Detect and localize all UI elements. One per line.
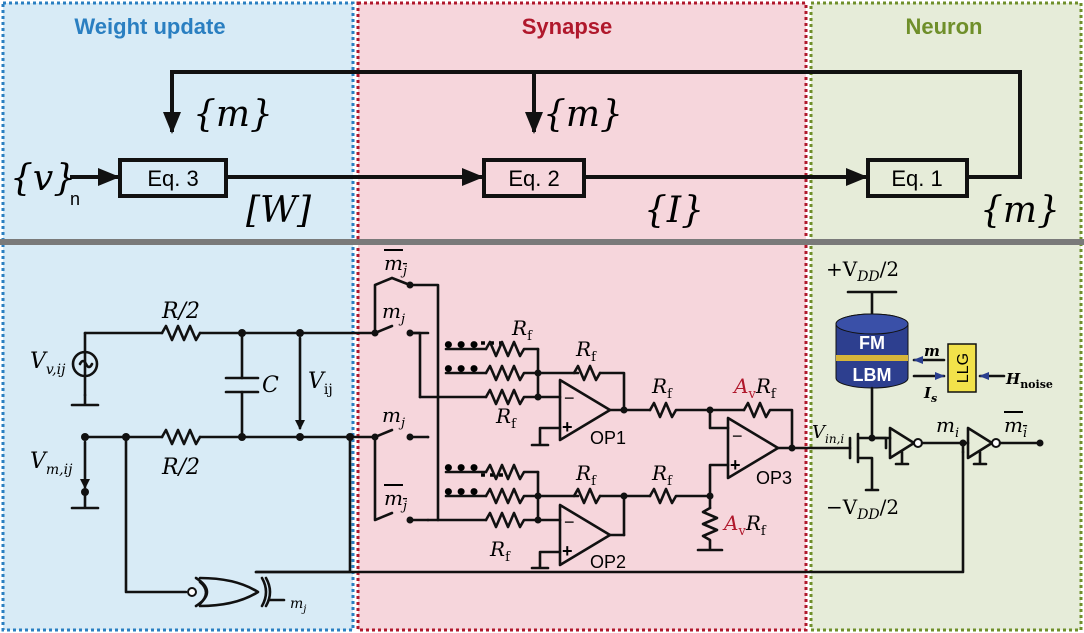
xor-gate: mj	[187, 576, 306, 615]
mtj-spacer	[836, 355, 908, 361]
m-feedback-eq3: {m}	[193, 94, 273, 135]
current-label: {I}	[644, 190, 704, 231]
voltage-source-v	[71, 350, 99, 378]
label-mj-bar-1: mj	[384, 251, 407, 279]
label-vij: Vij	[308, 369, 333, 398]
label-c: C	[262, 373, 279, 398]
resistor-av-rf-gnd	[696, 506, 724, 552]
label-vin: Vin,i	[812, 422, 844, 446]
eq1-block	[866, 158, 969, 198]
feedback-loop-wire	[163, 70, 1022, 179]
resistor-rf-b1	[484, 463, 540, 481]
label-llg: LLG	[955, 353, 972, 383]
label-vdd-pos: +VDD/2	[826, 257, 899, 285]
weight-matrix-label: [W]	[246, 190, 312, 231]
label-r-half-bot: R/2	[161, 455, 200, 480]
label-lbm: LBM	[853, 365, 892, 385]
resistor-rf-op1-out	[648, 401, 712, 419]
label-rf-bank-bot: Rf	[489, 537, 511, 565]
inverter-1	[888, 426, 916, 460]
capacitor-c	[224, 376, 260, 394]
v-input-label: {v}	[10, 158, 76, 199]
svg-text:+: +	[562, 417, 573, 437]
eq2-block	[482, 158, 586, 198]
svg-text:−: −	[564, 388, 575, 408]
resistor-rf-a2	[484, 364, 540, 382]
eq3-block	[118, 158, 228, 198]
ellipsis-top-1: •••	[442, 333, 480, 357]
neuron-circuit: FM LBM LLG m Is Hnoise +VDD/2 −VDD/2 Vin…	[812, 257, 1053, 523]
op2-amplifier	[558, 503, 612, 567]
label-m-vec: m	[924, 342, 940, 360]
label-mj-1: mj	[382, 299, 405, 327]
label-rf-bank-top: Rf	[511, 316, 533, 344]
neuron-title: Neuron	[906, 14, 983, 39]
label-mi-bar: mi	[1004, 413, 1027, 441]
eq1-label: Eq. 1	[891, 166, 942, 191]
resistor-rf-b2	[484, 487, 540, 505]
resistor-rf-op2-fb	[572, 487, 602, 505]
label-vdd-neg: −VDD/2	[826, 495, 899, 523]
label-op2: OP2	[590, 552, 626, 572]
label-rf-bank-top-lower: Rf	[495, 404, 517, 432]
synapse-panel	[356, 1, 808, 632]
resistor-av-rf-fb	[742, 401, 794, 450]
ellipsis-top-2: •••	[442, 357, 480, 381]
label-rf-op1-fb: Rf	[575, 337, 597, 365]
label-vv: Vv,ij	[30, 349, 66, 378]
resistor-rf-b3	[484, 511, 540, 529]
label-is: Is	[923, 384, 937, 405]
label-op3: OP3	[756, 468, 792, 488]
label-rf-op2-fb: Rf	[575, 461, 597, 489]
section-separator	[0, 239, 1084, 245]
ellipsis-bot-2: •••	[442, 480, 480, 504]
block-diagram: Eq. 3 Eq. 2 Eq. 1 {v} n [W] {I} {m} {m} …	[10, 70, 1060, 231]
op1-amplifier	[558, 378, 612, 442]
weight-update-title: Weight update	[74, 14, 225, 39]
synapse-title: Synapse	[522, 14, 613, 39]
label-vm: Vm,ij	[30, 449, 73, 478]
weight-update-circuit: R/2 R/2 C Vv,ij Vij Vm,ij	[30, 299, 377, 594]
label-mj-2: mj	[382, 403, 405, 431]
label-xor-mj: mj	[290, 596, 306, 615]
svg-text:−: −	[732, 426, 743, 446]
svg-text:+: +	[730, 455, 741, 475]
label-h-noise: Hnoise	[1005, 370, 1053, 391]
eq3-label: Eq. 3	[147, 166, 198, 191]
weight-update-panel	[1, 1, 355, 632]
ground-v	[70, 393, 100, 407]
resistor-rf-op1-fb	[572, 364, 602, 382]
label-rf-op1-out: Rf	[651, 374, 673, 402]
resistor-r-half-bot	[160, 428, 202, 446]
svg-text:+: +	[562, 541, 573, 561]
label-mi: mi	[936, 413, 959, 441]
m-output-label: {m}	[980, 190, 1060, 231]
label-av-rf-fb: AvRf	[732, 374, 777, 402]
label-mj-bar-2: mj	[384, 486, 407, 514]
label-r-half-top: R/2	[161, 299, 200, 324]
ellipsis-bot-1: •••	[442, 456, 480, 480]
resistor-rf-a1	[484, 340, 540, 358]
synapse-circuit: ⋮ ••• ••• ⋮ ••• •••	[371, 251, 852, 572]
resistor-rf-op2-out	[648, 487, 712, 505]
m-feedback-eq2: {m}	[543, 94, 623, 135]
v-input-subscript: n	[70, 189, 80, 209]
llg-block	[947, 343, 977, 393]
resistor-rf-a3	[484, 388, 540, 406]
eq2-label: Eq. 2	[508, 166, 559, 191]
label-rf-op2-out: Rf	[651, 461, 673, 489]
resistor-r-half-top	[160, 324, 202, 342]
label-fm: FM	[859, 333, 885, 353]
ground-m	[70, 494, 100, 510]
op3-amplifier	[726, 416, 780, 480]
svg-text:−: −	[564, 512, 575, 532]
label-op1: OP1	[590, 428, 626, 448]
label-av-rf-gnd: AvRf	[722, 511, 767, 539]
